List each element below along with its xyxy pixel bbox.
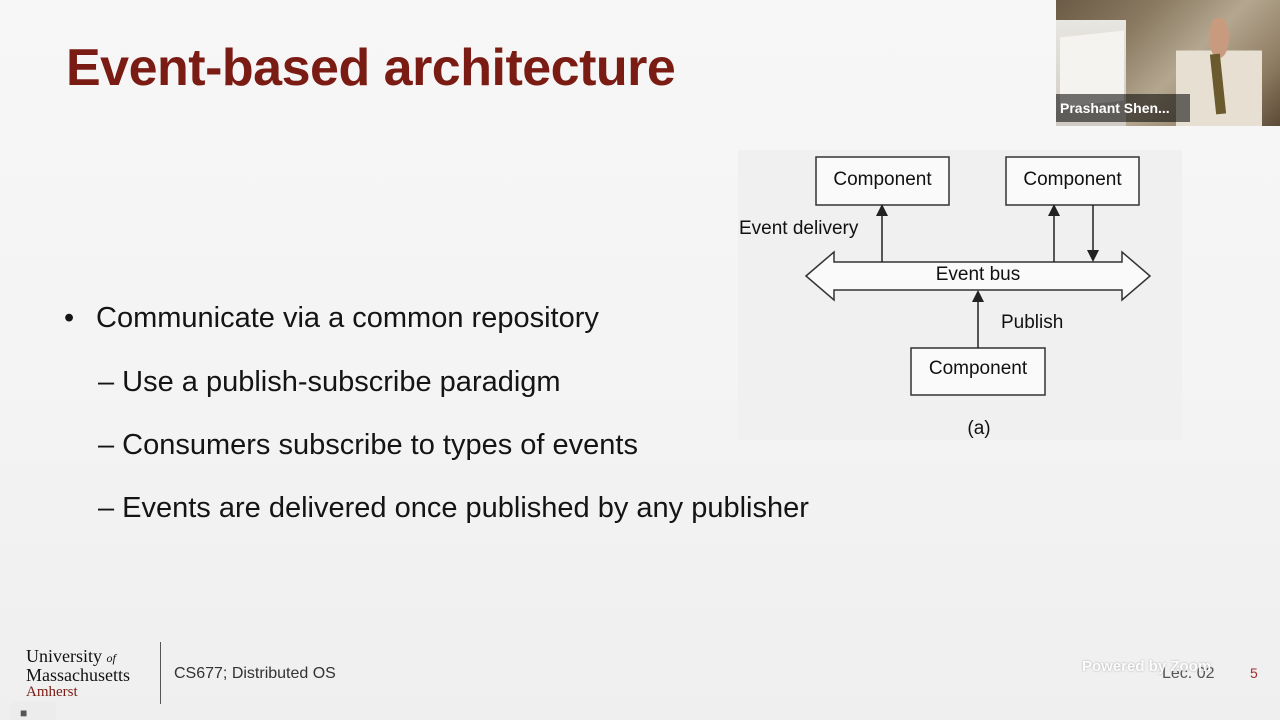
footer-divider bbox=[160, 642, 161, 704]
sub-glyph: – bbox=[98, 492, 115, 524]
course-label: CS677; Distributed OS bbox=[174, 665, 336, 682]
sub-glyph: – bbox=[98, 429, 115, 461]
component-left-label: Component bbox=[833, 169, 932, 190]
participant-name: Prashant Shen... bbox=[1056, 94, 1190, 122]
sub-bullet: –Events are delivered once published by … bbox=[98, 492, 809, 525]
sub-bullet-text: Events are delivered once published by a… bbox=[122, 492, 809, 524]
event-bus-diagram: Component Component Component Event bus … bbox=[738, 150, 1182, 440]
bullet-main-text: Communicate via a common repository bbox=[96, 302, 599, 334]
event-delivery-label: Event delivery bbox=[739, 218, 859, 239]
logo-massachusetts: Massachusetts bbox=[26, 665, 130, 685]
person-icon: ■ bbox=[20, 706, 28, 720]
component-bottom-label: Component bbox=[929, 358, 1028, 379]
logo-university: University bbox=[26, 646, 102, 666]
logo-amherst: Amherst bbox=[26, 684, 78, 700]
event-bus-arrow bbox=[804, 250, 1152, 302]
page-number: 5 bbox=[1250, 665, 1258, 681]
sub-bullet-text: Consumers subscribe to types of events bbox=[122, 429, 638, 461]
powered-by-zoom: Powered by Zoom bbox=[1082, 658, 1212, 675]
lecture-label: Lec. 02 bbox=[1162, 665, 1215, 682]
diagram-caption: (a) bbox=[967, 418, 990, 439]
bullet-main: • Communicate via a common repository bbox=[64, 302, 599, 335]
event-bus-label: Event bus bbox=[936, 264, 1021, 285]
slide-title: Event-based architecture bbox=[66, 39, 676, 97]
sub-bullet: –Consumers subscribe to types of events bbox=[98, 429, 638, 462]
meeting-controls-tab[interactable]: ■ bbox=[10, 702, 56, 720]
sub-bullet-text: Use a publish-subscribe paradigm bbox=[122, 366, 561, 398]
publish-label: Publish bbox=[1001, 312, 1063, 333]
component-right-box bbox=[1005, 156, 1140, 206]
logo-of: of bbox=[106, 651, 116, 665]
sub-bullet: –Use a publish-subscribe paradigm bbox=[98, 366, 561, 399]
umass-logo: University of Massachusetts Amherst bbox=[26, 646, 130, 701]
participant-video-thumbnail[interactable]: Prashant Shen... bbox=[1056, 0, 1280, 126]
sub-glyph: – bbox=[98, 366, 115, 398]
bullet-glyph: • bbox=[64, 302, 75, 334]
component-right-label: Component bbox=[1023, 169, 1122, 190]
diagram-svg: Component Component Component Event bus … bbox=[739, 156, 1152, 439]
